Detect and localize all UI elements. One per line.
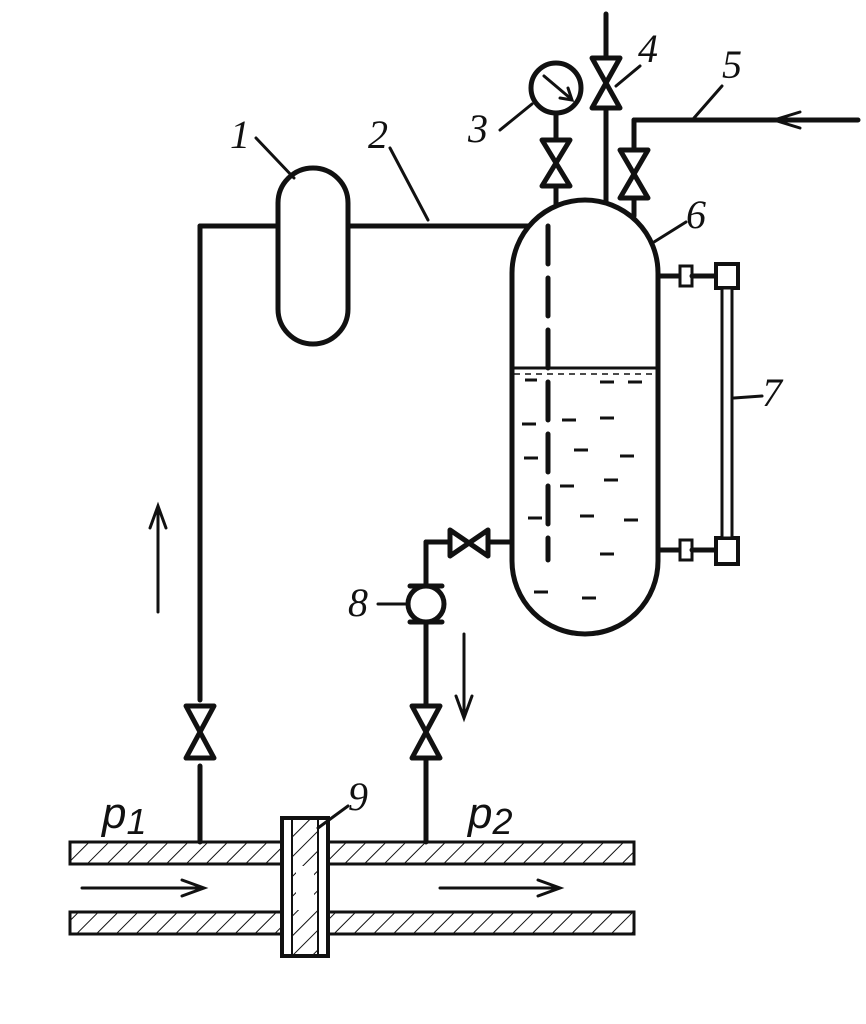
label-connecting-line: 2 xyxy=(368,112,388,157)
upflow-arrow xyxy=(148,501,168,614)
sight-glass-level-gauge xyxy=(655,262,740,566)
label-p1: p1 xyxy=(100,789,147,842)
label-inlet-line: 5 xyxy=(722,42,742,87)
label-separator-tank: 6 xyxy=(686,192,706,237)
drain-pump xyxy=(405,527,515,845)
label-pressure-gauge: 3 xyxy=(467,106,488,151)
orifice-plate xyxy=(280,816,330,958)
vent-valve xyxy=(589,11,623,205)
separator-tank xyxy=(509,197,661,637)
label-drain-pump: 8 xyxy=(348,580,368,625)
label-receiver: 1 xyxy=(230,112,250,157)
receiver-vessel xyxy=(275,165,351,347)
main-pipe xyxy=(68,840,636,936)
inlet-line xyxy=(617,110,861,219)
label-p2: p2 xyxy=(466,789,513,842)
label-vent-valve: 4 xyxy=(638,26,658,71)
downflow-arrow xyxy=(454,632,474,723)
flow-arrow-downstream xyxy=(438,878,565,898)
label-orifice-plate: 9 xyxy=(348,774,368,819)
pressure-gauge xyxy=(528,60,584,207)
impulse-line-high xyxy=(197,223,281,845)
label-sight-glass: 7 xyxy=(762,370,784,415)
valve-left-bottom xyxy=(183,703,217,761)
flow-arrow-upstream xyxy=(80,878,209,898)
leader-lines xyxy=(254,64,764,830)
